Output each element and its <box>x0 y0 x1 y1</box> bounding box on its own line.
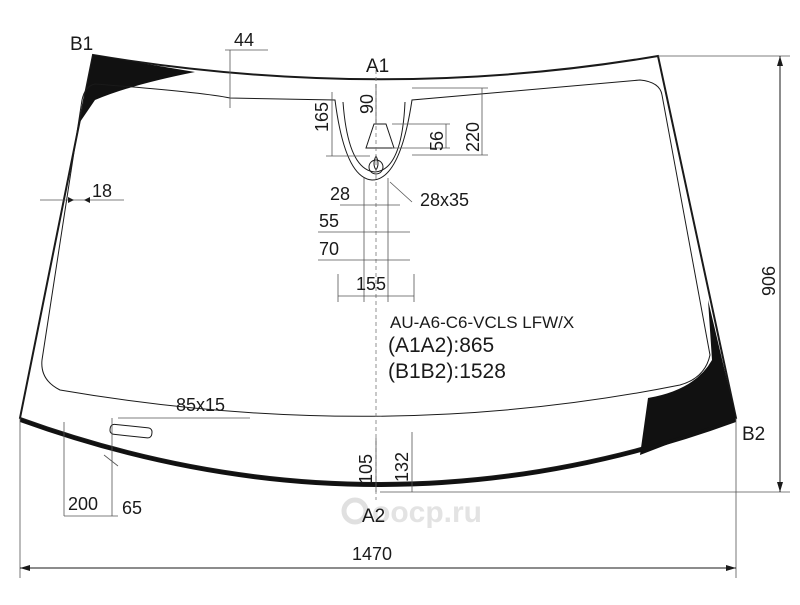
point-b1: B1 <box>70 34 93 55</box>
sensor-window <box>342 101 406 173</box>
left-bottom-dimensions: 200 65 <box>63 418 142 518</box>
w155-label: 155 <box>356 274 386 294</box>
vin-window-dimension: 85x15 <box>118 395 250 419</box>
bracket-height-label: 165 <box>312 102 332 132</box>
overall-height-label: 906 <box>759 266 779 296</box>
sensor-circle-icon <box>368 159 384 175</box>
frit-bottom-right <box>640 300 736 455</box>
frit-top-left <box>80 55 195 122</box>
model-code: AU-A6-C6-VCLS LFW/X <box>390 313 574 332</box>
left-65-label: 65 <box>122 498 142 518</box>
point-a2: A2 <box>362 506 385 527</box>
left-200-label: 200 <box>68 494 98 514</box>
sensor-trapezoid-icon <box>365 123 395 149</box>
side-band-label: 18 <box>92 181 112 201</box>
bottom-105-label: 105 <box>356 454 376 484</box>
windshield-outline <box>18 53 738 484</box>
sensor-220-label: 220 <box>463 122 483 152</box>
vin-size-label: 85x15 <box>176 395 225 415</box>
sensor-dimensions: 56 220 <box>392 87 488 156</box>
dimension-b1b2: (B1B2):1528 <box>388 360 506 383</box>
overall-height-dimension: 906 <box>380 55 790 493</box>
bottom-dimensions: 105 132 <box>356 432 413 492</box>
dimension-a1a2: (A1A2):865 <box>388 334 494 357</box>
top-band-dimension: 44 <box>225 30 268 108</box>
bracket-top-dimension: 90 <box>357 84 377 124</box>
sensor-56-label: 56 <box>427 131 447 151</box>
watermark-logo-icon <box>341 497 369 525</box>
point-b2: B2 <box>742 424 765 445</box>
overall-width-dimension: 1470 <box>19 418 737 578</box>
frit-bottom-edge <box>20 418 736 487</box>
w28-label: 28 <box>330 184 350 204</box>
w55-label: 55 <box>319 211 339 231</box>
side-band-dimension: 18 <box>40 181 124 203</box>
bracket-top-label: 90 <box>357 94 377 114</box>
width-stack-dimensions: 28 28x35 55 70 155 <box>318 178 469 302</box>
overall-width-label: 1470 <box>352 544 392 564</box>
bracket-height-dimension: 165 <box>312 92 370 157</box>
size-28x35-label: 28x35 <box>420 190 469 210</box>
bottom-132-label: 132 <box>392 452 412 482</box>
w70-label: 70 <box>319 239 339 259</box>
top-band-label: 44 <box>234 30 254 50</box>
watermark: oocp.ru <box>341 496 482 529</box>
watermark-text: oocp.ru <box>372 496 482 529</box>
vin-window <box>109 423 153 439</box>
point-a1: A1 <box>366 56 389 77</box>
inner-visible-area <box>41 79 711 417</box>
